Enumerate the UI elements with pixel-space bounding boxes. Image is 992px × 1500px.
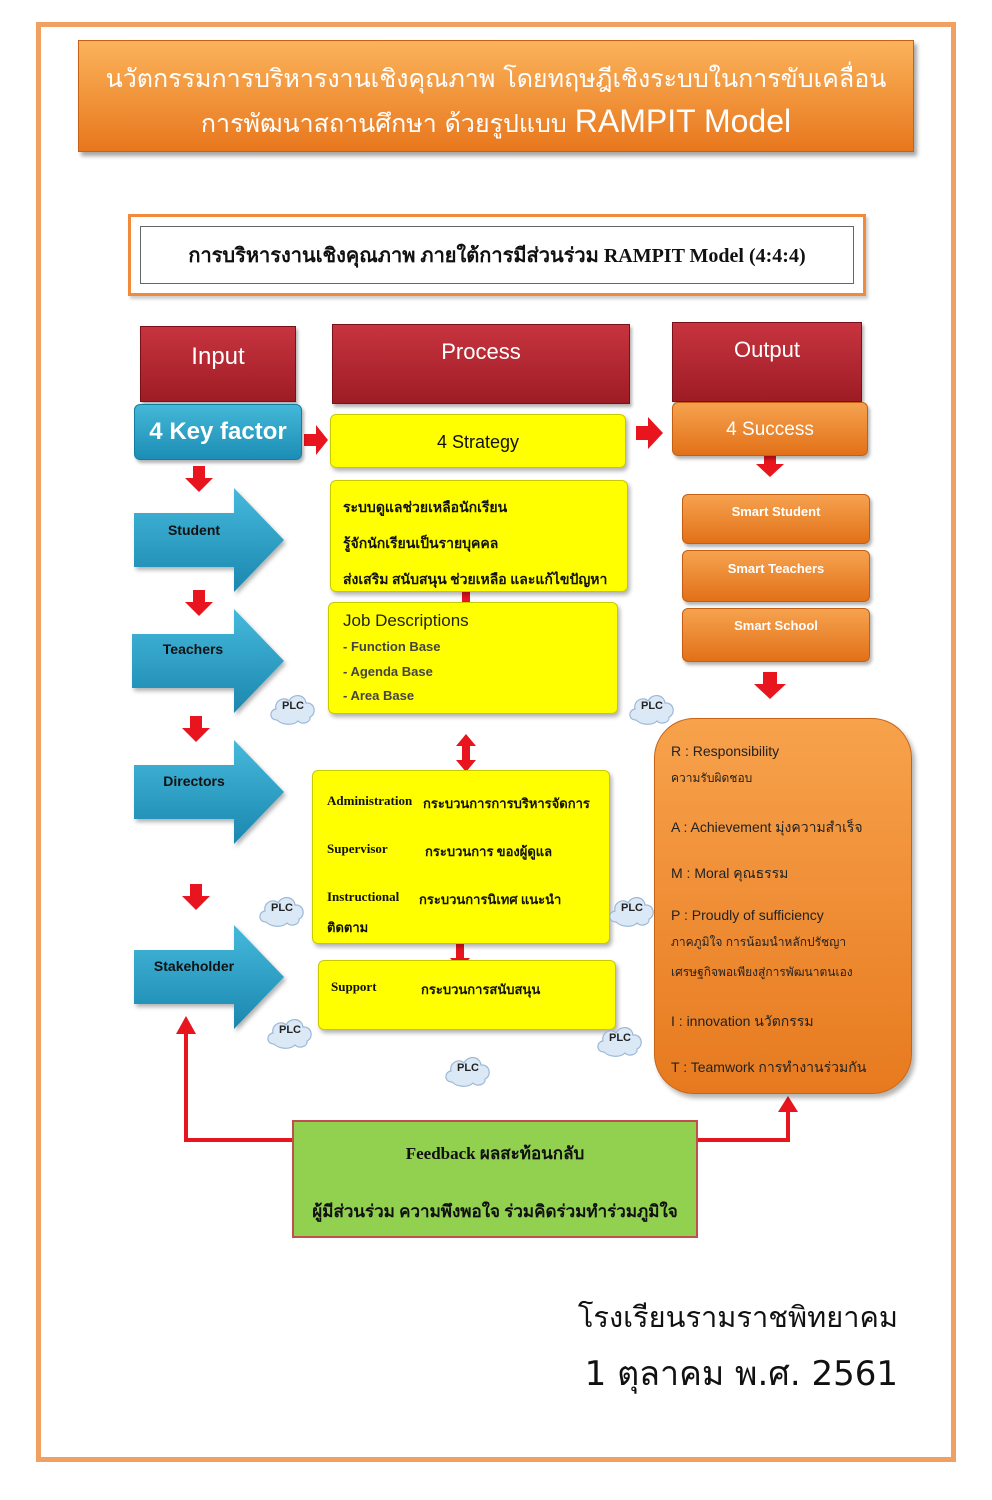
rampit-p-value: Proudly of sufficiency [691, 907, 824, 923]
input-directors: Directors [163, 773, 225, 789]
cloud-icon [629, 695, 674, 725]
rampit-r-thai: ความรับผิดชอบ [671, 771, 753, 785]
rampit-r-value: Responsibility [692, 743, 780, 759]
plc-cloud-2: PLC [626, 690, 678, 726]
job-descriptions-box: Job Descriptions - Function Base - Agend… [328, 602, 618, 714]
school-name: โรงเรียนรามราชพิทยาคม [577, 1300, 898, 1334]
supervisor-desc: กระบวนการ ของผู้ดูแล [425, 844, 553, 859]
output-smart-student: Smart Student [682, 494, 870, 544]
plc-label: PLC [279, 1024, 301, 1036]
plc-cloud-5: PLC [264, 1014, 316, 1050]
feedback-loop [184, 1030, 790, 1142]
down-arrows-output [754, 456, 786, 699]
key-factor-button: 4 Key factor [134, 404, 302, 460]
input-header: Input [140, 326, 296, 402]
job-item-area: - Area Base [343, 688, 415, 703]
title-line-2-thai: การพัฒนาสถานศึกษา ด้วยรูปแบบ [200, 109, 567, 138]
date-text: 1 ตุลาคม พ.ศ. 2561 [584, 1354, 898, 1394]
teachers-arrow [132, 609, 284, 713]
rampit-p-thai-1: ภาคภูมิใจ การน้อมนำหลักปรัชญา [671, 935, 847, 949]
plc-cloud-3: PLC [256, 892, 308, 928]
stakeholder-arrow [134, 925, 284, 1029]
support-box: Support กระบวนการสนับสนุน [318, 960, 616, 1030]
rampit-t-key: T : [671, 1059, 688, 1075]
rampit-p: P : Proudly of sufficiency [671, 907, 824, 923]
input-teachers: Teachers [162, 641, 224, 657]
rampit-a-value: Achievement มุ่งความสำเร็จ [690, 819, 863, 835]
feedback-box: Feedback ผลสะท้อนกลับ ผู้มีส่วนร่วม ความ… [292, 1120, 698, 1238]
supervisor-label: Supervisor [327, 841, 388, 856]
student-care-box: ระบบดูแลช่วยเหลือนักเรียน รู้จักนักเรียน… [330, 480, 628, 592]
feedback-arrowhead-right [778, 1096, 798, 1112]
plc-cloud-7: PLC [442, 1052, 494, 1088]
title-line-1: นวัตกรรมการบริหารงานเชิงคุณภาพ โดยทฤษฎีเ… [105, 64, 887, 93]
title-model-name: RAMPIT Model [574, 103, 792, 139]
title-banner: นวัตกรรมการบริหารงานเชิงคุณภาพ โดยทฤษฎีเ… [78, 40, 914, 152]
support-label: Support [331, 979, 377, 994]
input-stakeholder: Stakeholder [153, 958, 235, 974]
directors-arrow [134, 740, 284, 844]
output-header: Output [672, 322, 862, 402]
plc-label: PLC [271, 902, 293, 914]
plc-label: PLC [641, 700, 663, 712]
strategy-box: 4 Strategy [330, 414, 626, 468]
rampit-a: A : Achievement มุ่งความสำเร็จ [671, 817, 863, 839]
plc-label: PLC [282, 700, 304, 712]
admin-desc: กระบวนการการบริหารจัดการ [423, 796, 590, 811]
cloud-icon [270, 695, 315, 725]
plc-label: PLC [621, 902, 643, 914]
administration-box: Administration กระบวนการการบริหารจัดการ … [312, 770, 610, 944]
rampit-r-key: R : [671, 743, 689, 759]
diagram-subtitle: การบริหารงานเชิงคุณภาพ ภายใต้การมีส่วนร่… [140, 226, 854, 284]
feedback-title: Feedback ผลสะท้อนกลับ [405, 1144, 585, 1163]
rampit-a-key: A : [671, 819, 688, 835]
plc-cloud-6: PLC [594, 1022, 646, 1058]
student-arrow [134, 488, 284, 592]
rampit-m: M : Moral คุณธรรม [671, 863, 788, 885]
rampit-p-thai-2: เศรษฐกิจพอเพียงสู่การพัฒนาตนเอง [671, 965, 853, 979]
output-smart-school: Smart School [682, 608, 870, 662]
feedback-arrowhead-left [176, 1016, 196, 1034]
job-descriptions-title: Job Descriptions [343, 611, 469, 630]
cloud-icon [267, 1019, 312, 1049]
rampit-p-key: P : [671, 907, 688, 923]
process-header: Process [332, 324, 630, 404]
rampit-m-key: M : [671, 865, 691, 881]
rampit-m-value: Moral คุณธรรม [694, 865, 789, 881]
rampit-t-value: Teamwork การทำงานร่วมกัน [690, 1059, 867, 1075]
rampit-i-value: innovation นวัตกรรม [686, 1013, 814, 1029]
down-arrows-input [182, 466, 213, 910]
plc-label: PLC [609, 1032, 631, 1044]
rampit-r: R : Responsibility [671, 743, 779, 759]
cloud-icon [597, 1027, 642, 1057]
support-desc: กระบวนการสนับสนุน [421, 982, 541, 997]
page-frame [36, 22, 956, 1462]
right-arrows [304, 417, 663, 455]
plc-label: PLC [457, 1062, 479, 1074]
success-box: 4 Success [672, 402, 868, 456]
instructional-desc-2: ติดตาม [327, 920, 369, 935]
rampit-i: I : innovation นวัตกรรม [671, 1011, 814, 1033]
instructional-label: Instructional [327, 889, 400, 904]
admin-label: Administration [327, 793, 413, 808]
student-care-line-2: รู้จักนักเรียนเป็นรายบุคคล [343, 537, 499, 552]
cloud-icon [445, 1057, 490, 1087]
instructional-desc: กระบวนการนิเทศ แนะนำ [419, 892, 562, 907]
cloud-icon [259, 897, 304, 927]
job-item-agenda: - Agenda Base [343, 664, 433, 679]
rampit-panel: R : Responsibility ความรับผิดชอบ A : Ach… [654, 718, 912, 1094]
rampit-t: T : Teamwork การทำงานร่วมกัน [671, 1057, 866, 1079]
plc-cloud-1: PLC [267, 690, 319, 726]
cloud-icon [609, 897, 654, 927]
feedback-description: ผู้มีส่วนร่วม ความพึงพอใจ ร่วมคิดร่วมทำร… [312, 1202, 678, 1221]
output-smart-teachers: Smart Teachers [682, 550, 870, 602]
student-care-line-3: ส่งเสริม สนับสนุน ช่วยเหลือ และแก้ไขปัญห… [343, 573, 608, 588]
student-care-line-1: ระบบดูแลช่วยเหลือนักเรียน [343, 501, 508, 516]
plc-cloud-4: PLC [606, 892, 658, 928]
job-item-function: - Function Base [343, 639, 441, 654]
rampit-i-key: I : [671, 1013, 683, 1029]
input-student: Student [167, 522, 221, 538]
